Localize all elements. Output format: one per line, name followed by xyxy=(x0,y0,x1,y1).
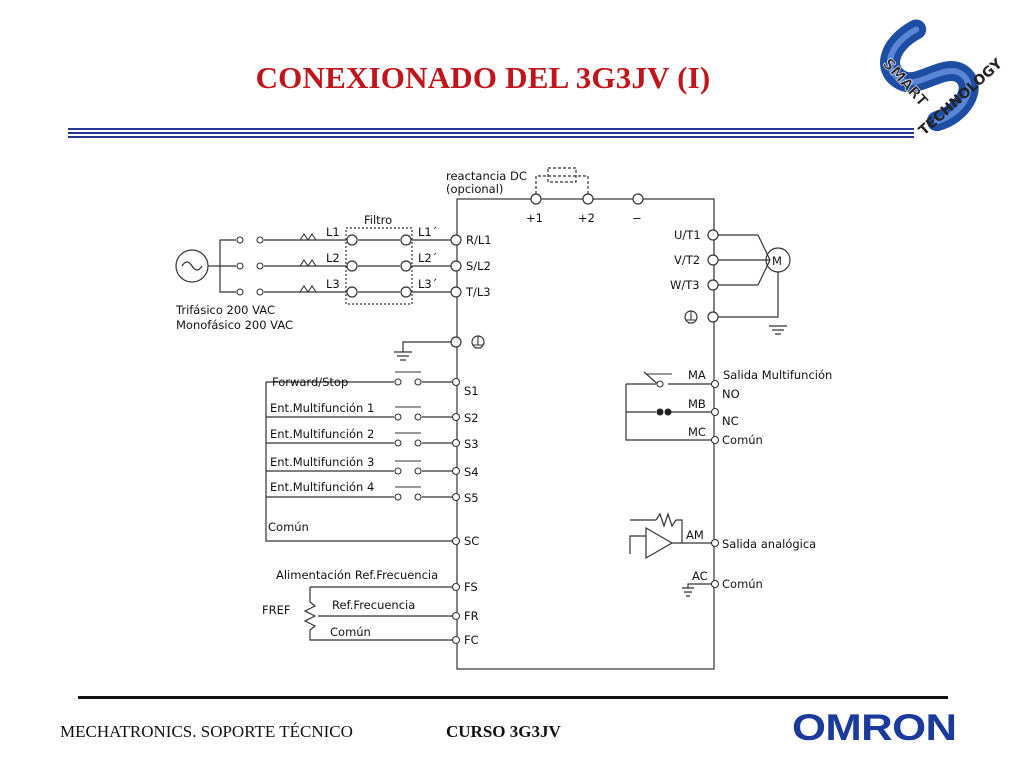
freq-ref-label: Ref.Frecuencia xyxy=(332,598,415,612)
terminal-s2: S2 xyxy=(464,411,479,425)
common-label: Común xyxy=(268,520,309,534)
dc-terminal-p1: +1 xyxy=(526,211,543,225)
terminal-wt3: W/T3 xyxy=(670,278,700,292)
terminal-vt2: V/T2 xyxy=(674,253,700,267)
dc-terminal-p2: +2 xyxy=(578,211,595,225)
terminal-tl3: T/L3 xyxy=(465,285,491,299)
filter-label: Filtro xyxy=(364,213,392,227)
input-label-s2: Ent.Multifunción 1 xyxy=(270,401,374,415)
terminal-s5: S5 xyxy=(464,491,479,505)
fref-label: FREF xyxy=(262,603,291,617)
terminal-mb: MB xyxy=(688,397,706,411)
terminal-am: AM xyxy=(686,528,704,542)
line-label-l3: L3 xyxy=(326,277,340,291)
footer-department: MECHATRONICS. SOPORTE TÉCNICO xyxy=(60,722,353,741)
dc-reactor-label: reactancia DC xyxy=(446,169,527,183)
terminal-ma: MA xyxy=(688,368,706,382)
terminal-sl2: S/L2 xyxy=(466,259,491,273)
wiring-diagram: reactancia DC (opcional) +1 +2 − Filtro … xyxy=(175,167,832,670)
inverter-body xyxy=(456,198,715,670)
terminal-ut1: U/T1 xyxy=(674,228,701,242)
input-label-s4: Ent.Multifunción 3 xyxy=(270,455,374,469)
terminal-ac: AC xyxy=(692,569,708,583)
terminal-fc: FC xyxy=(464,633,479,647)
relay-common-label: Común xyxy=(722,433,763,447)
motor-label: M xyxy=(772,254,782,268)
analog-common-label: Común xyxy=(722,577,763,591)
terminal-mc: MC xyxy=(688,425,706,439)
dc-terminal-neg: − xyxy=(632,211,642,225)
line-label-l2: L2 xyxy=(326,251,340,265)
filtered-line-l1: L1´ xyxy=(418,225,437,239)
terminal-sc: SC xyxy=(464,534,479,548)
terminal-rl1: R/L1 xyxy=(466,233,492,247)
terminal-fs: FS xyxy=(464,580,478,594)
supply-single-phase: Monofásico 200 VAC xyxy=(176,318,293,332)
line-label-l1: L1 xyxy=(326,225,340,239)
input-label-s5: Ent.Multifunción 4 xyxy=(270,480,374,494)
input-label-s1: Forward/Stop xyxy=(272,375,348,389)
relay-no-label: NO xyxy=(722,387,740,401)
relay-title: Salida Multifunción xyxy=(723,368,832,382)
slide-title: CONEXIONADO DEL 3G3JV (I) xyxy=(255,60,711,95)
analog-out-label: Salida analógica xyxy=(722,537,816,551)
smart-technology-logo: SMART TECHNOLOGY xyxy=(879,19,1006,139)
omron-logo: OMRON xyxy=(792,707,957,748)
filtered-line-l3: L3´ xyxy=(418,277,437,291)
title-underline xyxy=(68,128,914,140)
footer-course: CURSO 3G3JV xyxy=(446,722,561,741)
footer-divider xyxy=(78,696,948,699)
input-label-s3: Ent.Multifunción 2 xyxy=(270,427,374,441)
freq-common-label: Común xyxy=(330,625,371,639)
terminal-s1: S1 xyxy=(464,384,479,398)
relay-nc-label: NC xyxy=(722,414,739,428)
freq-supply-label: Alimentación Ref.Frecuencia xyxy=(276,568,438,582)
filtered-line-l2: L2´ xyxy=(418,251,437,265)
terminal-s4: S4 xyxy=(464,465,479,479)
terminal-fr: FR xyxy=(464,609,479,623)
dc-reactor-optional-label: (opcional) xyxy=(446,182,503,196)
supply-three-phase: Trifásico 200 VAC xyxy=(175,303,275,317)
terminal-s3: S3 xyxy=(464,437,479,451)
